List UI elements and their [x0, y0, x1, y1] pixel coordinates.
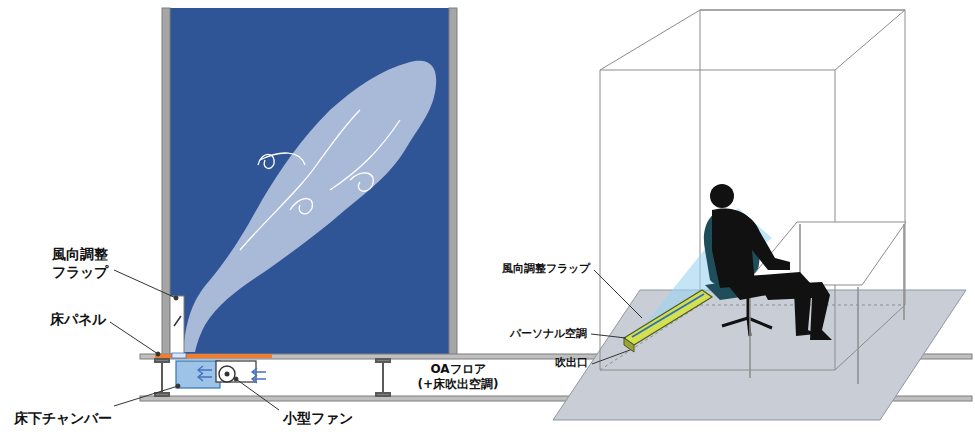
leader-lines-right: [591, 270, 642, 364]
left-wall: [162, 8, 170, 356]
fan-housing: [216, 361, 256, 382]
part-label: 床パネル: [50, 311, 106, 329]
flow-arrows: [198, 366, 266, 383]
air-swirls: [240, 110, 400, 250]
part-label: 吹出口: [555, 356, 588, 370]
part-label: 風向調整 フラップ: [52, 246, 124, 281]
outlet-grille: [172, 353, 186, 358]
room-space: [170, 8, 449, 356]
personal-unit: [624, 290, 712, 345]
underfloor-chamber: [176, 361, 220, 388]
right-wall: [449, 8, 457, 356]
person: [710, 184, 832, 340]
part-label: パーソナル空調: [510, 327, 587, 341]
part-label: 風向調整フラップ: [502, 262, 590, 276]
air-plume: [183, 61, 436, 352]
leader-lines: [110, 270, 279, 410]
part-label: OAフロア (+床吹出空調): [404, 362, 512, 392]
part-label: 床下チャンバー: [14, 410, 112, 428]
flap-housing: [170, 296, 184, 354]
small-fan: [219, 366, 235, 382]
unit-flap: [632, 294, 704, 337]
part-label: 小型ファン: [283, 410, 353, 428]
pedestals: [155, 359, 390, 396]
fan-hub: [225, 372, 230, 377]
chair-base: [722, 298, 772, 336]
flap: [174, 316, 181, 326]
floor-panel: [155, 354, 272, 358]
desk-legs: [750, 224, 904, 384]
wireframe-box: [600, 10, 905, 370]
